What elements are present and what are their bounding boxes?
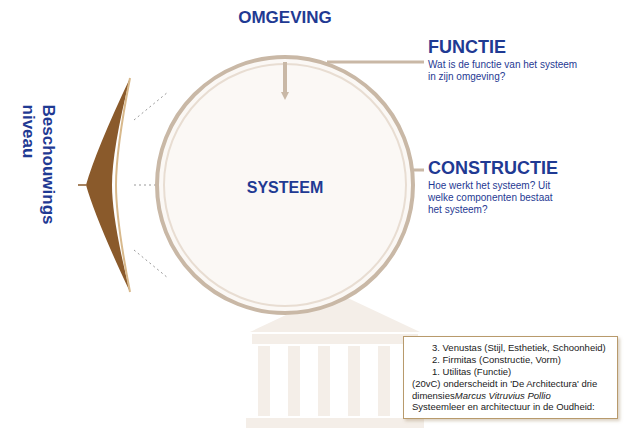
note-text: 2. Firmitas (Constructie, Vorm) [412,354,606,366]
note-box: 3. Venustas (Stijl, Esthetiek, Schoonhei… [403,336,618,419]
description-label: Hoe werkt het systeem? Uit welke compone… [428,180,563,216]
note-text: 3. Venustas (Stijl, Esthetiek, Schoonhei… [412,342,609,354]
note-text: Systeemleer en architectuur in de Oudhei… [412,401,609,413]
axis-label: Beschouwings niveau [18,105,57,255]
heading-label: FUNCTIE [428,37,628,59]
eye-symbol [78,78,130,292]
function-arrow [283,62,287,96]
circle-outline [155,8,415,318]
node-title: OMGEVING [155,8,415,28]
description-label: Wat is de functie van het systeem in zij… [428,59,578,83]
node-title: SYSTEEM [247,179,323,197]
note-text: Marcus Vitruvius Pollio [455,390,551,401]
environment-circle: OMGEVING SYSTEEM [155,8,415,318]
note-text: 1. Utilitas (Functie) [412,366,609,378]
heading-label: CONSTRUCTIE [428,158,628,180]
leader-line [327,61,424,64]
